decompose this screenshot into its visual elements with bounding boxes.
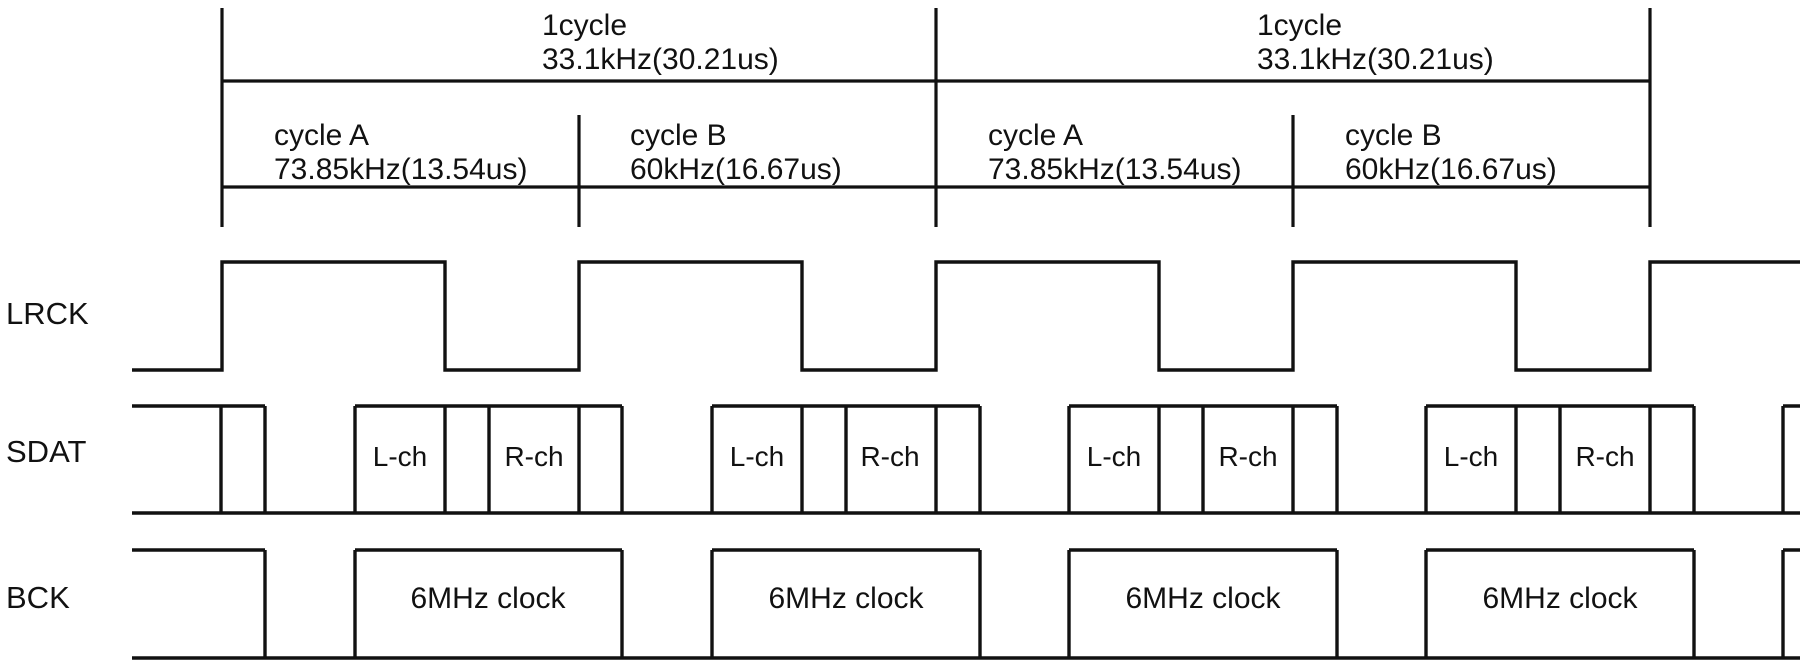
sdat-row: SDAT L-ch R-ch L-ch R-ch L-ch R-ch L-ch … — [6, 404, 1800, 515]
cycle-title-text: cycle B — [1345, 119, 1442, 152]
bck-clock-label: 6MHz clock — [1125, 582, 1281, 615]
sdat-rch-label: R-ch — [1575, 441, 1634, 472]
sub-cycle-label-b2: cycle B 60kHz(16.67us) — [1345, 119, 1557, 186]
top-cycle-label-2: 1cycle 33.1kHz(30.21us) — [1257, 9, 1494, 76]
cycle-title-text: 1cycle — [542, 9, 627, 42]
sdat-rch-label: R-ch — [1218, 441, 1277, 472]
lrck-row: LRCK — [6, 260, 1800, 372]
sdat-lch-label: L-ch — [730, 441, 784, 472]
cycle-title-text: 1cycle — [1257, 9, 1342, 42]
cycle-detail-text: 60kHz(16.67us) — [630, 153, 842, 186]
lrck-waveform — [132, 260, 1800, 372]
cycle-annotation-bracket: 1cycle 33.1kHz(30.21us) 1cycle 33.1kHz(3… — [220, 8, 1652, 227]
sdat-pulses — [132, 404, 1800, 513]
cycle-detail-text: 60kHz(16.67us) — [1345, 153, 1557, 186]
bracket-half-ticks — [577, 115, 1295, 227]
bck-clock-label: 6MHz clock — [1482, 582, 1638, 615]
sdat-lch-label: L-ch — [1444, 441, 1498, 472]
bck-pulses — [132, 548, 1800, 658]
bracket-full-ticks — [220, 8, 1652, 227]
signal-label-bck: BCK — [6, 580, 70, 615]
sdat-lch-label: L-ch — [1087, 441, 1141, 472]
cycle-detail-text: 33.1kHz(30.21us) — [542, 43, 779, 76]
sub-cycle-label-a2: cycle A 73.85kHz(13.54us) — [988, 119, 1241, 186]
cycle-detail-text: 73.85kHz(13.54us) — [988, 153, 1241, 186]
sdat-rch-label: R-ch — [860, 441, 919, 472]
cycle-title-text: cycle B — [630, 119, 727, 152]
top-cycle-label-1: 1cycle 33.1kHz(30.21us) — [542, 9, 779, 76]
cycle-detail-text: 33.1kHz(30.21us) — [1257, 43, 1494, 76]
cycle-title-text: cycle A — [274, 119, 369, 152]
bck-clock-label: 6MHz clock — [768, 582, 924, 615]
sub-cycle-label-a1: cycle A 73.85kHz(13.54us) — [274, 119, 527, 186]
bck-clock-label: 6MHz clock — [410, 582, 566, 615]
signal-label-lrck: LRCK — [6, 296, 89, 331]
signal-label-sdat: SDAT — [6, 434, 86, 469]
sdat-rch-label: R-ch — [504, 441, 563, 472]
sdat-lch-label: L-ch — [373, 441, 427, 472]
bck-row: BCK 6MHz clock 6MHz clock 6MHz clock 6MH… — [6, 548, 1800, 660]
cycle-title-text: cycle A — [988, 119, 1083, 152]
sub-cycle-label-b1: cycle B 60kHz(16.67us) — [630, 119, 842, 186]
cycle-detail-text: 73.85kHz(13.54us) — [274, 153, 527, 186]
